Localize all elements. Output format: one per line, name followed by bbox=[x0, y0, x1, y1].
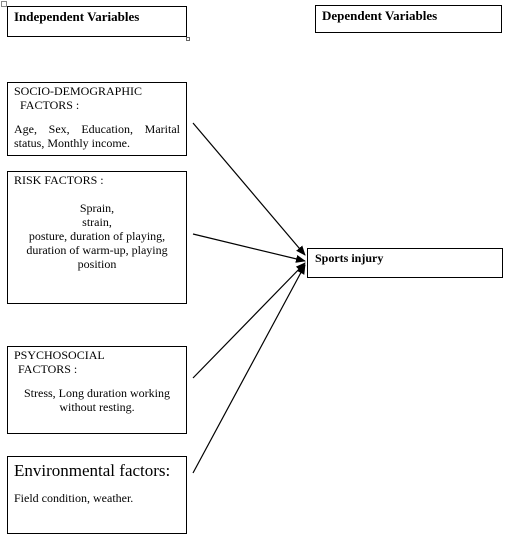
psycho-title-line2: FACTORS : bbox=[18, 362, 78, 376]
independent-variables-header: Independent Variables bbox=[7, 6, 187, 37]
arrow-risk-to-injury bbox=[192, 233, 306, 263]
psycho-items: Stress, Long duration working without re… bbox=[14, 386, 180, 414]
psychosocial-box: PSYCHOSOCIAL FACTORS : Stress, Long dura… bbox=[7, 346, 187, 434]
risk-item-2: strain, bbox=[82, 215, 112, 229]
resize-handle[interactable] bbox=[186, 37, 190, 41]
risk-items: Sprain, strain, posture, duration of pla… bbox=[14, 201, 180, 271]
psycho-item-2: without resting. bbox=[59, 400, 135, 414]
dependent-variables-header: Dependent Variables bbox=[315, 5, 502, 33]
arrow-env-to-injury bbox=[192, 264, 306, 474]
risk-item-3: posture, duration of playing, bbox=[28, 229, 166, 243]
corner-handle[interactable] bbox=[1, 1, 7, 7]
environmental-box: Environmental factors: Field condition, … bbox=[7, 456, 187, 534]
env-items: Field condition, weather. bbox=[14, 491, 134, 505]
arrow-socio-to-injury bbox=[192, 122, 306, 256]
dependent-variables-label: Dependent Variables bbox=[322, 8, 438, 23]
socio-title-line1: SOCIO-DEMOGRAPHIC bbox=[14, 84, 143, 98]
socio-demographic-box: SOCIO-DEMOGRAPHIC FACTORS : Age, Sex, Ed… bbox=[7, 82, 187, 156]
independent-variables-label: Independent Variables bbox=[14, 9, 140, 24]
env-title: Environmental factors: bbox=[14, 461, 171, 480]
socio-items: Age, Sex, Education, Marital status, Mon… bbox=[14, 122, 180, 150]
sports-injury-label: Sports injury bbox=[315, 251, 384, 265]
risk-item-5: position bbox=[77, 257, 117, 271]
sports-injury-box: Sports injury bbox=[307, 248, 503, 278]
psycho-title-line1: PSYCHOSOCIAL bbox=[14, 348, 105, 362]
arrow-psycho-to-injury bbox=[192, 262, 306, 379]
risk-item-1: Sprain, bbox=[79, 201, 115, 215]
socio-title-line2: FACTORS : bbox=[20, 98, 80, 112]
psycho-item-1: Stress, Long duration working bbox=[24, 386, 170, 400]
risk-title: RISK FACTORS : bbox=[14, 173, 104, 187]
risk-factors-box: RISK FACTORS : Sprain, strain, posture, … bbox=[7, 171, 187, 304]
risk-item-4: duration of warm-up, playing bbox=[26, 243, 168, 257]
